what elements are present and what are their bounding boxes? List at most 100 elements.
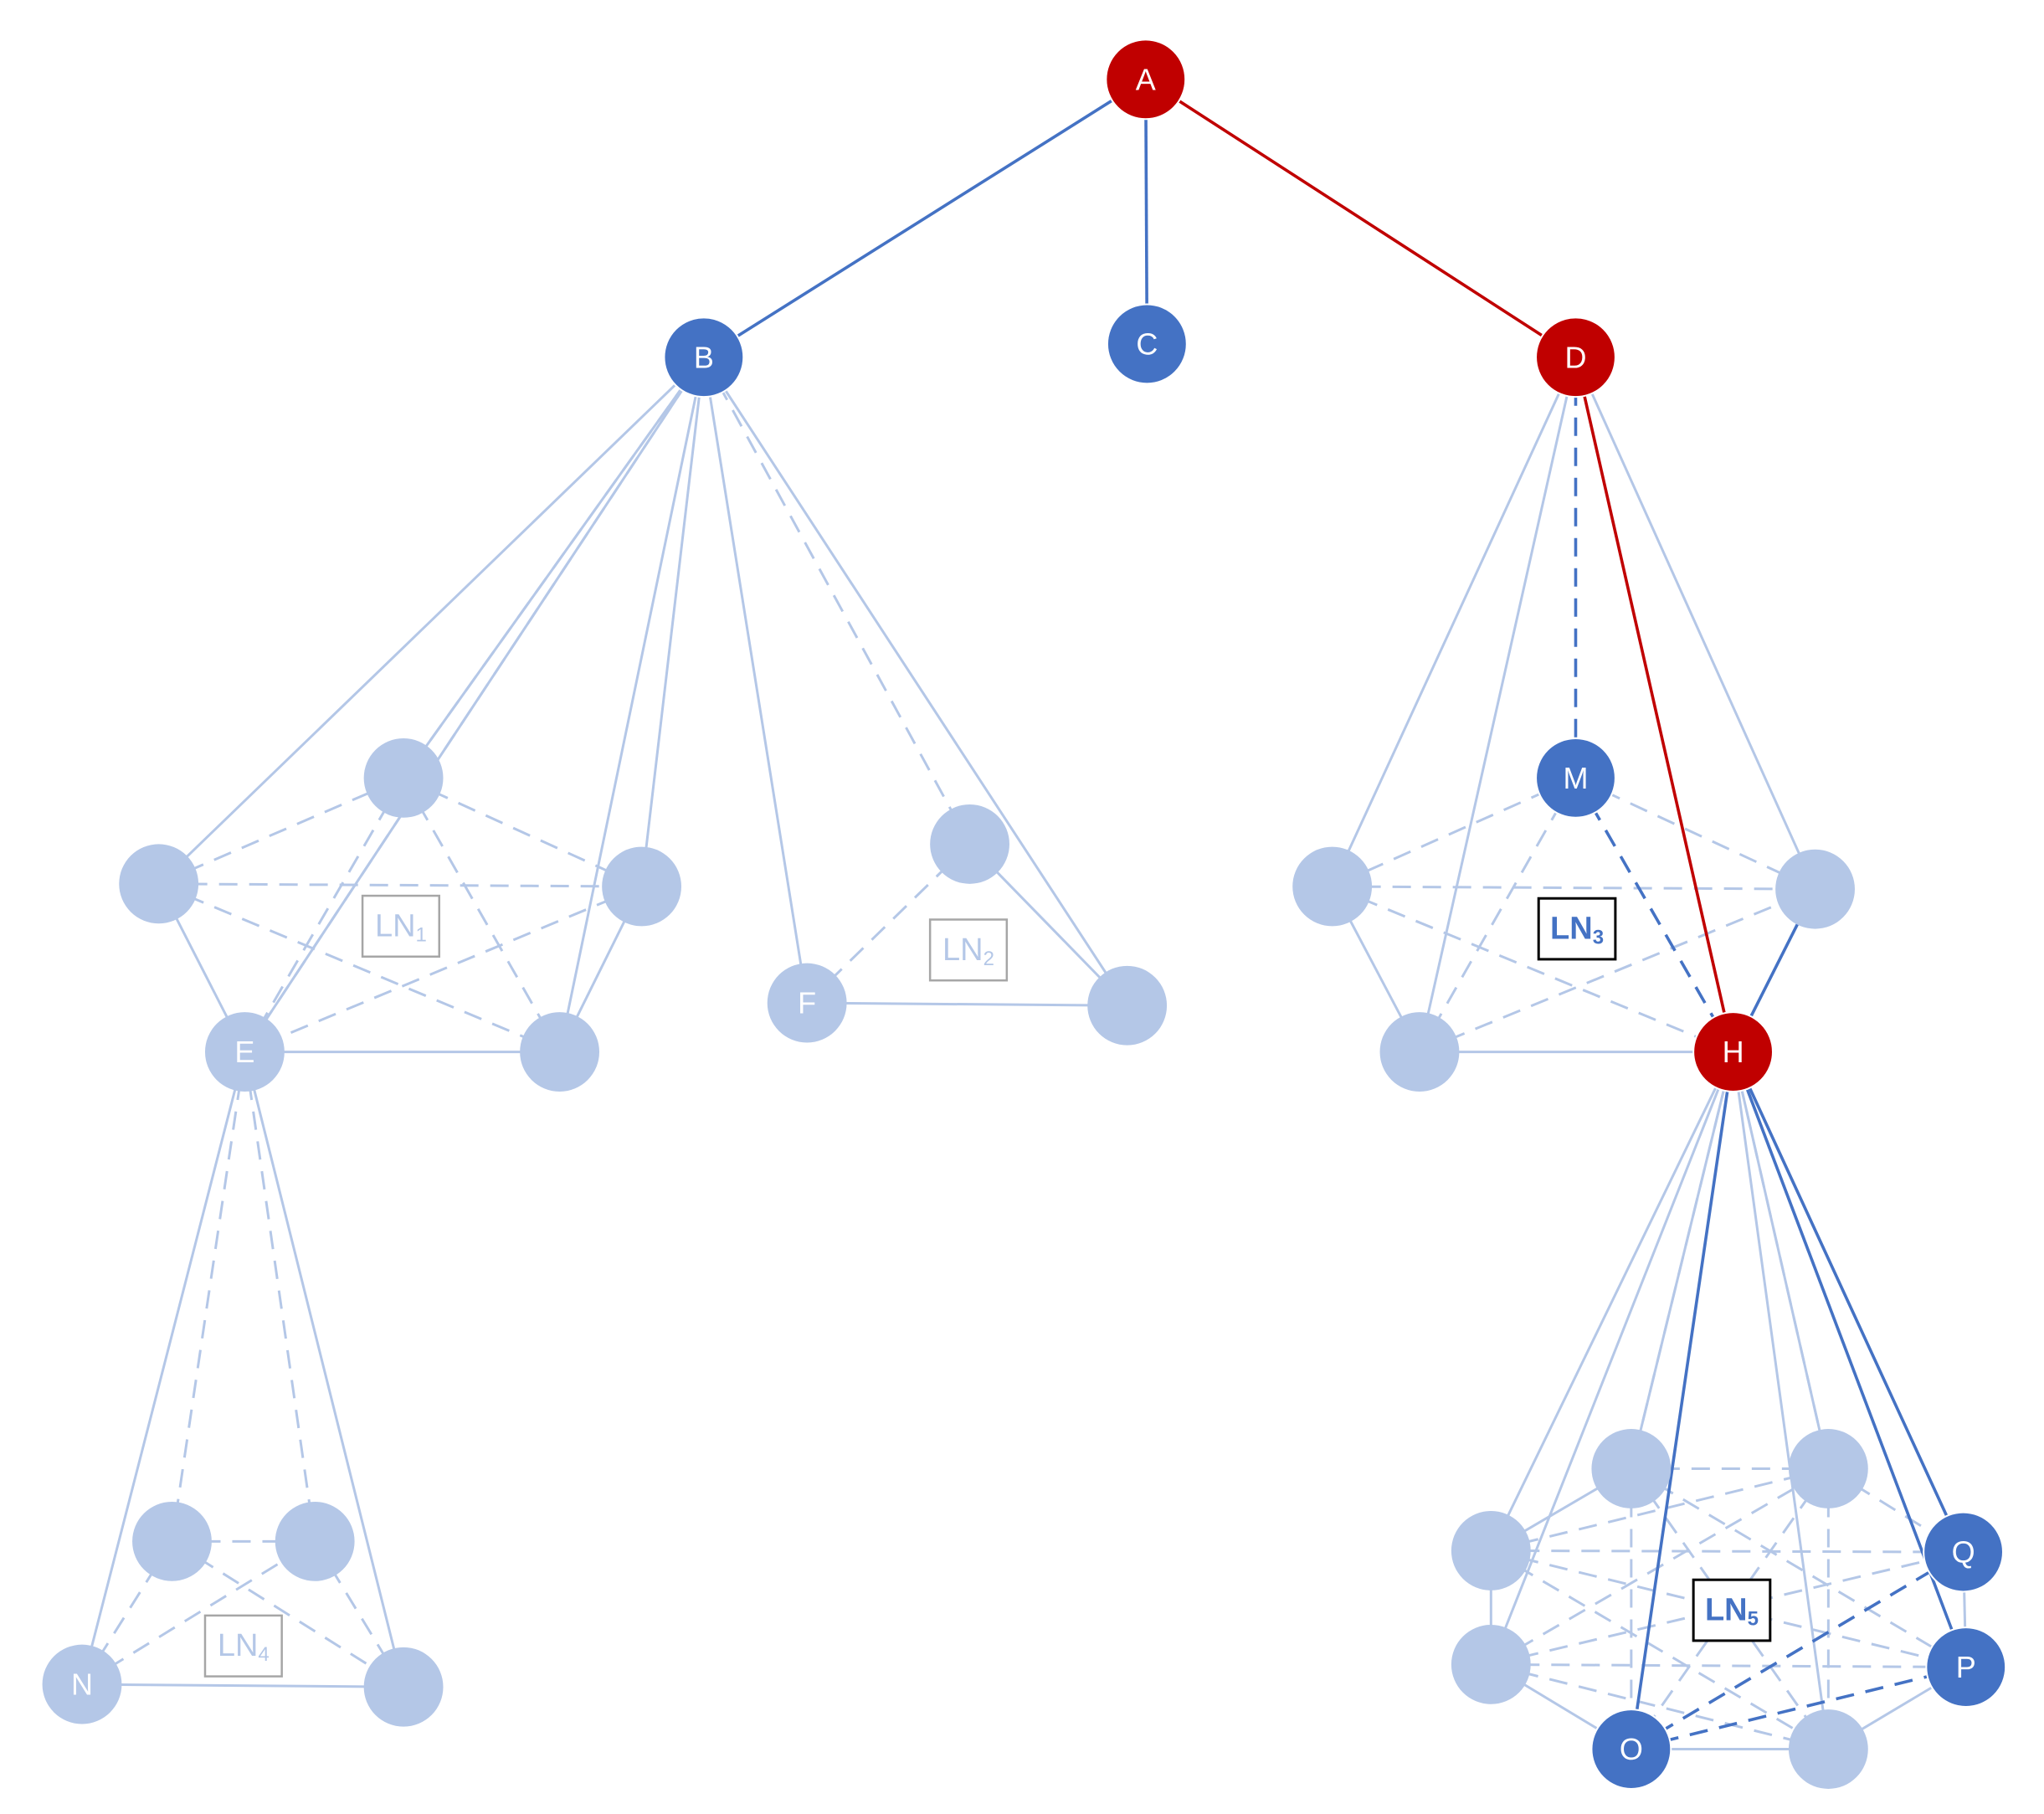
local-network-box [1537, 897, 1617, 961]
node-ln1d [520, 1012, 600, 1092]
node-circle [520, 1012, 600, 1092]
local-network-label: LN2 [942, 933, 994, 970]
node-circle [1379, 1012, 1460, 1092]
edge-ln1c-e [244, 885, 643, 1053]
node-circle [1590, 1709, 1672, 1790]
node-circle [663, 316, 745, 398]
node-circle [1106, 303, 1188, 385]
edge-h-q [1731, 1051, 1965, 1553]
edge-a-d [1144, 78, 1577, 359]
node-circle [1591, 1429, 1672, 1508]
edge-h-ln5c [1489, 1051, 1734, 1665]
edge-e-ln4a [170, 1051, 246, 1542]
node-ln4b [275, 1501, 355, 1581]
edge-f-ln2b [807, 1001, 1127, 1007]
node-o: O [1590, 1709, 1672, 1790]
edge-e-n [80, 1051, 246, 1685]
node-b: B [663, 316, 745, 398]
node-ln2b [1087, 965, 1168, 1046]
edge-ln1b-ln1d [402, 777, 561, 1053]
edge-ln5a-ln5d [1490, 1467, 1829, 1552]
node-circle [1775, 849, 1855, 929]
edge-e-ln4b [243, 1051, 316, 1542]
node-circle [1105, 39, 1187, 121]
edge-a-c [1143, 79, 1149, 344]
node-label: D [1564, 340, 1586, 374]
edge-ln3a-ln3b [1332, 885, 1815, 891]
edge-b-ln2b [702, 356, 1128, 1007]
edge-ln1a-ln1c [158, 882, 642, 888]
node-ln2a [930, 804, 1009, 884]
node-ln4c [363, 1647, 444, 1727]
local-network-box [361, 894, 441, 958]
node-circle [1087, 965, 1168, 1046]
node-circle [1923, 1511, 2005, 1593]
edge-h-ln5b [1630, 1051, 1735, 1469]
edge-ln5b-p [1631, 1467, 1967, 1668]
edge-h-ln5d [1732, 1051, 1830, 1469]
node-ln5c [1451, 1624, 1531, 1704]
edge-ln5b-ln5e [1630, 1467, 1830, 1750]
node-label: N [71, 1668, 93, 1702]
edge-b-ln2a [702, 357, 971, 845]
node-circle [1535, 737, 1616, 819]
edge-n-ln4b [81, 1540, 316, 1686]
node-circle [42, 1644, 122, 1724]
node-circle [363, 1647, 444, 1727]
edge-m-h [1574, 777, 1735, 1053]
node-circle [767, 963, 847, 1043]
local-network-ln5: LN5 [1692, 1578, 1772, 1642]
edge-ln4a-ln4c [171, 1540, 404, 1688]
edge-ln5c-p [1491, 1662, 1966, 1669]
node-d: D [1535, 316, 1616, 398]
node-circle [363, 737, 444, 818]
edge-e-ln4c [243, 1051, 405, 1688]
node-label: H [1723, 1035, 1744, 1069]
node-label: E [234, 1035, 254, 1069]
node-ln3a [1292, 846, 1373, 927]
edge-d-h [1574, 357, 1735, 1052]
edge-b-ln1c [640, 357, 706, 887]
edge-n-ln4c [81, 1683, 404, 1688]
edge-b-ln1d [558, 357, 706, 1052]
node-h: H [1692, 1011, 1774, 1092]
node-circle [1925, 1626, 2007, 1708]
local-network-ln4: LN4 [203, 1614, 283, 1678]
node-ln5e [1788, 1709, 1868, 1789]
edge-ln3a-h [1332, 885, 1734, 1053]
edge-m-ln3b [1574, 777, 1816, 891]
node-label: O [1620, 1732, 1643, 1766]
local-network-box [203, 1614, 283, 1678]
node-ln5a [1451, 1511, 1531, 1590]
edge-ln3c-ln3b [1419, 887, 1816, 1053]
local-network-label: LN3 [1550, 912, 1604, 949]
node-circle [930, 804, 1009, 884]
node-circle [132, 1501, 212, 1581]
edge-d-ln3c [1418, 357, 1577, 1052]
edge-ln1a-ln1d [158, 882, 561, 1053]
node-circle [204, 1012, 285, 1092]
node-circle [1788, 1709, 1868, 1789]
edge-b-e [244, 356, 706, 1053]
node-circle [1692, 1011, 1774, 1092]
local-network-ln1: LN1 [361, 894, 441, 958]
edge-ln5d-o [1630, 1467, 1830, 1750]
node-circle [1535, 316, 1616, 398]
node-ln4a [132, 1501, 212, 1581]
local-network-label: LN1 [375, 908, 427, 946]
edge-b-ln1b [402, 356, 706, 779]
node-label: B [694, 340, 714, 374]
node-label: F [798, 986, 816, 1020]
edge-ln5c-ln5d [1490, 1467, 1830, 1666]
edge-ln1b-e [244, 777, 405, 1053]
node-n: N [42, 1644, 122, 1724]
edge-h-ln5e [1732, 1051, 1830, 1750]
node-ln3b [1775, 849, 1855, 929]
node-f: F [767, 963, 847, 1043]
edge-h-ln5a [1489, 1051, 1734, 1552]
node-ln1c [602, 846, 681, 927]
edge-ln1b-ln1c [403, 777, 643, 888]
node-p: P [1925, 1626, 2007, 1708]
node-label: M [1563, 761, 1588, 795]
